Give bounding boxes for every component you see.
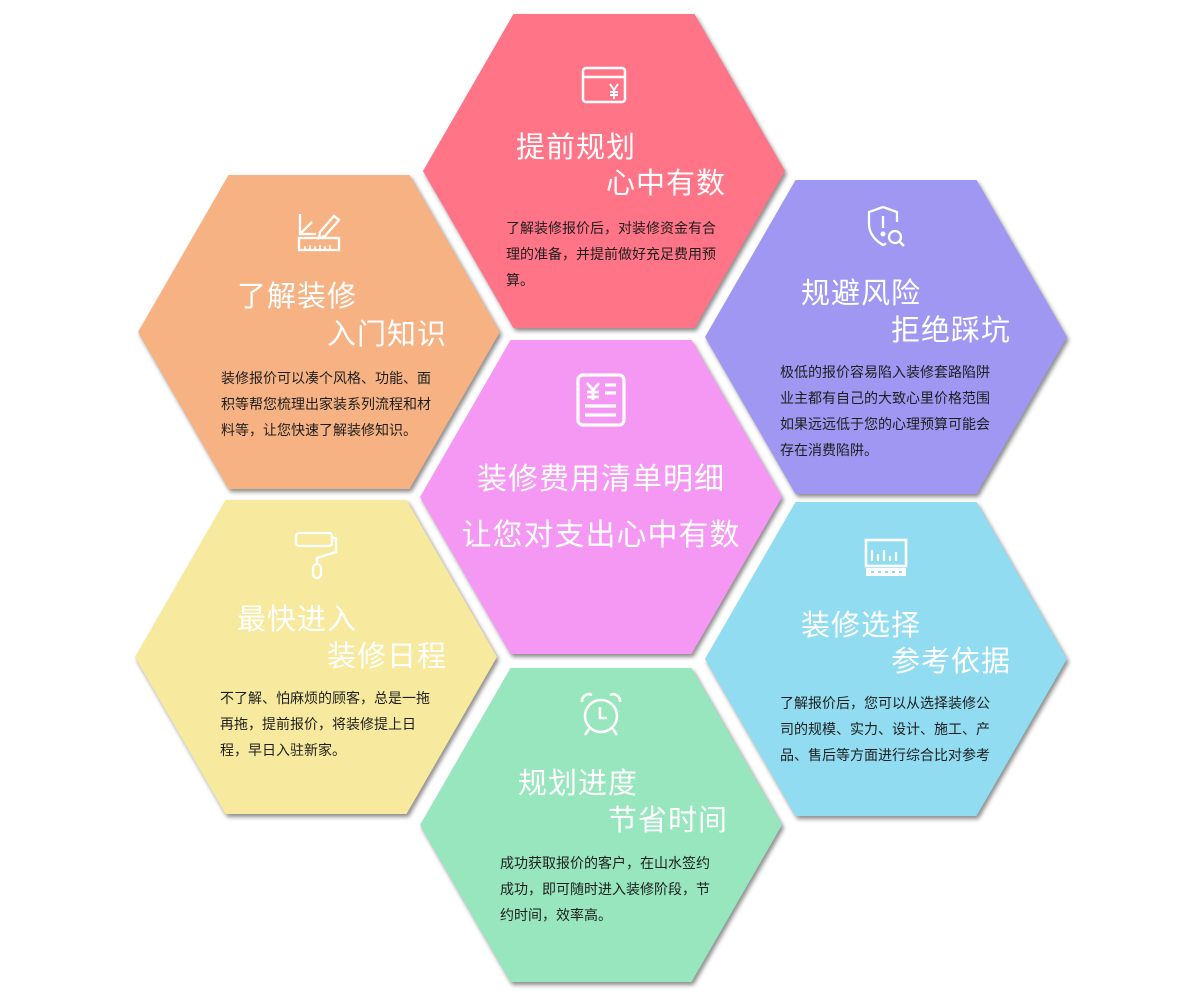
hex-card-learn-basics: 了解装修 入门知识 装修报价可以凑个风格、功能、面积等帮您梳理出家装系列流程和材… xyxy=(138,175,500,489)
card-title-line2: 心中有数 xyxy=(606,166,727,200)
alarm-clock-icon xyxy=(576,690,626,740)
card-title-line1: 了解装修 xyxy=(237,279,358,313)
card-title-line2: 节省时间 xyxy=(608,803,729,837)
card-title-line2: 入门知识 xyxy=(327,317,448,351)
center-title-line1: 装修费用清单明细 xyxy=(477,462,725,497)
shield-alert-search-icon xyxy=(861,205,911,249)
hex-card-cost-list: 装修费用清单明细 让您对支出心中有数 xyxy=(420,340,782,654)
hex-card-selection-reference: 装修选择 参考依据 了解报价后，您可以从选择装修公司的规模、实力、设计、施工、产… xyxy=(705,502,1067,816)
card-description: 了解装修报价后，对装修资金有合理的准备，并提前做好充足费用预算。 xyxy=(506,221,716,289)
card-title-line1: 最快进入 xyxy=(237,602,358,636)
card-title-line1: 规避风险 xyxy=(801,276,922,310)
card-title-line1: 提前规划 xyxy=(516,130,637,164)
card-title-line2: 装修日程 xyxy=(327,639,448,673)
card-title-line2: 拒绝踩坑 xyxy=(891,313,1012,347)
card-description: 了解报价后，您可以从选择装修公司的规模、实力、设计、施工、产品、售后等方面进行综… xyxy=(780,696,990,764)
hex-card-fast-schedule: 最快进入 装修日程 不了解、怕麻烦的顾客，总是一拖再拖，提前报价，将装修提上日程… xyxy=(135,500,497,814)
card-title-line1: 装修选择 xyxy=(801,608,922,642)
card-title-line1: 规划进度 xyxy=(518,766,639,800)
price-list-icon xyxy=(575,372,627,428)
card-description: 装修报价可以凑个风格、功能、面积等帮您梳理出家装系列流程和材料等，让您快速了解装… xyxy=(221,371,431,439)
center-title-line2: 让您对支出心中有数 xyxy=(461,518,741,553)
ruler-pencil-icon xyxy=(294,210,344,254)
bar-chart-board-icon xyxy=(861,536,911,580)
card-description: 不了解、怕麻烦的顾客，总是一拖再拖，提前报价，将装修提上日程，早日入驻新家。 xyxy=(220,691,430,759)
paint-roller-icon xyxy=(291,528,341,580)
hex-card-avoid-risk: 规避风险 拒绝踩坑 极低的报价容易陷入装修套路陷阱业主都有自己的大致心里价格范围… xyxy=(705,180,1067,494)
card-description: 极低的报价容易陷入装修套路陷阱业主都有自己的大致心里价格范围如果远远低于您的心理… xyxy=(780,365,990,459)
card-description: 成功获取报价的客户，在山水签约成功，即可随时进入装修阶段，节约时间，效率高。 xyxy=(500,856,710,924)
card-title-line2: 参考依据 xyxy=(891,644,1012,678)
hex-card-plan-ahead: 提前规划 心中有数 了解装修报价后，对装修资金有合理的准备，并提前做好充足费用预… xyxy=(423,14,785,328)
yuan-card-icon xyxy=(579,64,629,108)
hex-card-save-time: 规划进度 节省时间 成功获取报价的客户，在山水签约成功，即可随时进入装修阶段，节… xyxy=(420,668,782,982)
